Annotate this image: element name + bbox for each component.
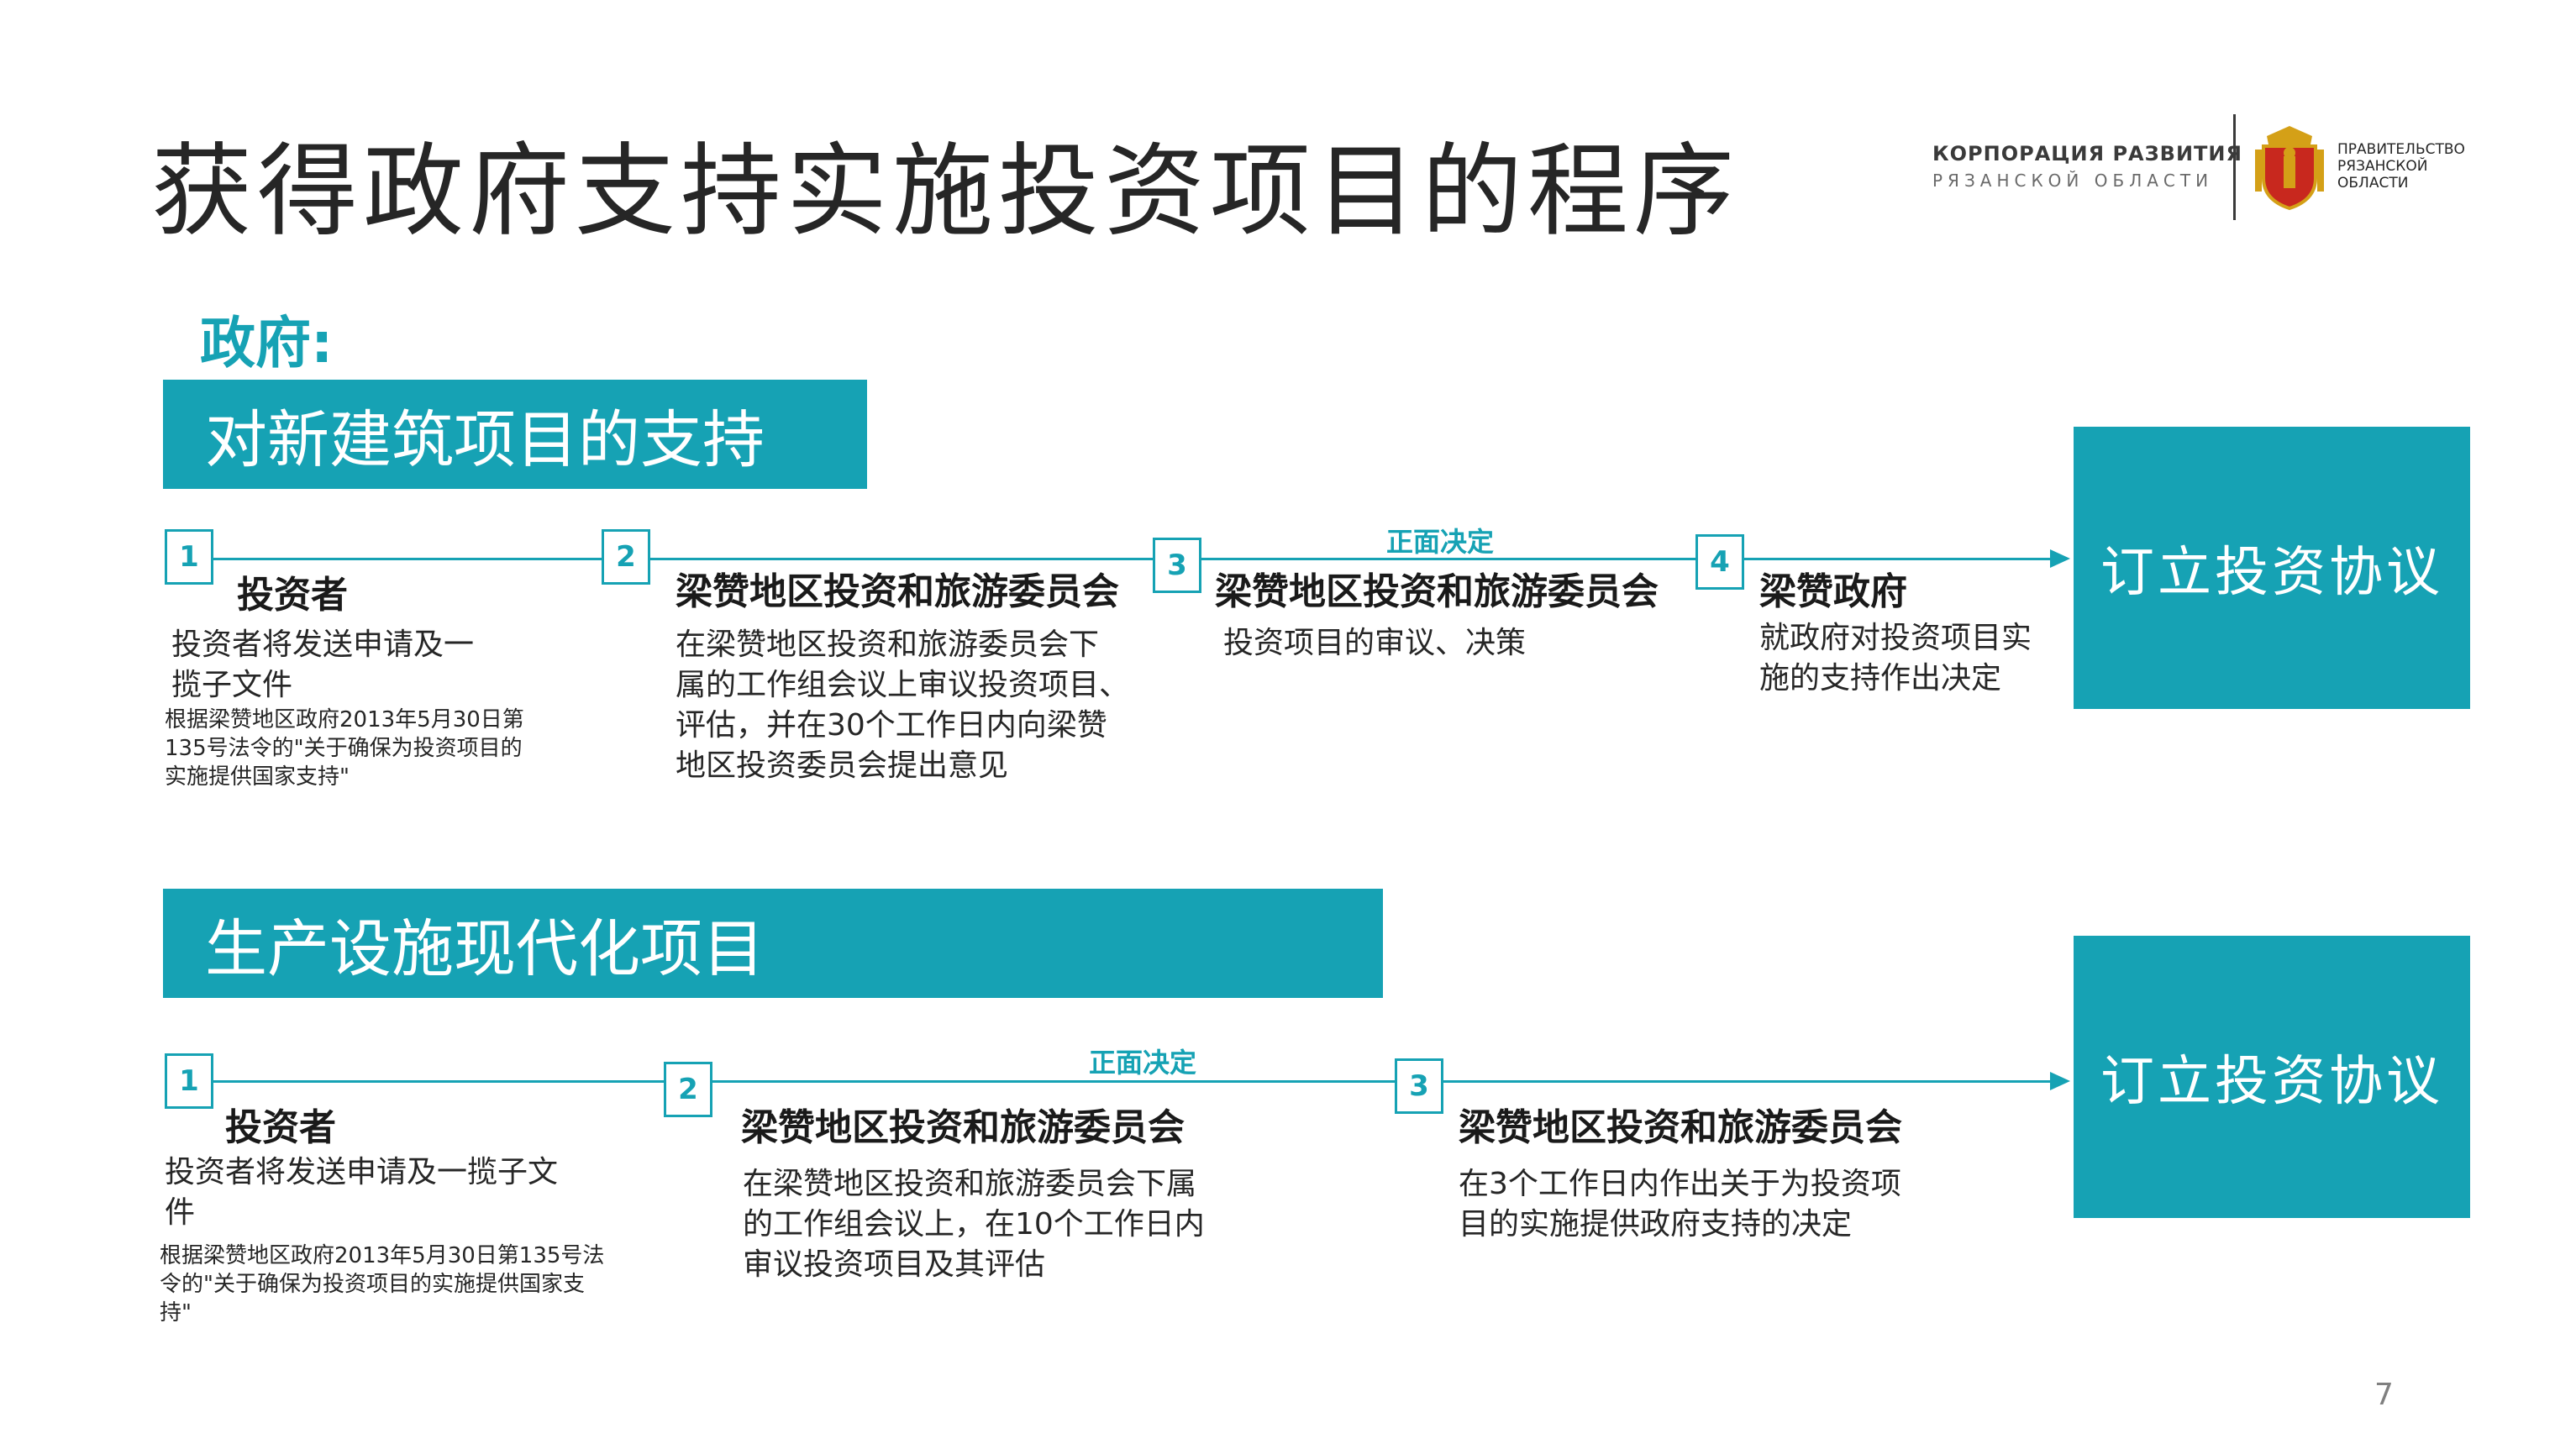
desc-line: 投资项目的审议、决策	[1223, 626, 1527, 660]
section2-step2-number: 2	[664, 1062, 712, 1117]
note-line: 实施提供国家支持"	[165, 764, 350, 790]
desc-line: 件	[165, 1195, 196, 1230]
note-line: 135号法令的"关于确保为投资项目的	[165, 736, 523, 761]
desc-line: 揽子文件	[171, 668, 293, 702]
section1-step1-number: 1	[165, 529, 213, 585]
gov-logo-line3: ОБЛАСТИ	[2337, 175, 2409, 192]
section1-step4-heading: 梁赞政府	[1759, 570, 1907, 613]
page-title: 获得政府支持实施投资项目的程序	[151, 134, 1739, 250]
section1-step2-heading: 梁赞地区投资和旅游委员会	[676, 570, 1119, 613]
section1-flow-line	[213, 558, 2053, 560]
note-line: 令的"关于确保为投资项目的实施提供国家支	[160, 1272, 585, 1297]
note-line: 持"	[160, 1300, 192, 1326]
section1-step3-description: 投资项目的审议、决策	[1223, 623, 1526, 664]
section1-step1-note: 根据梁赞地区政府2013年5月30日第 135号法令的"关于确保为投资项目的 实…	[165, 706, 524, 791]
gov-logo-line1: ПРАВИТЕЛЬСТВО	[2337, 141, 2465, 158]
section2-step3-number: 3	[1395, 1058, 1443, 1114]
section2-step3-description: 在3个工作日内作出关于为投资项 目的实施提供政府支持的决定	[1459, 1164, 1901, 1245]
desc-line: 评估，并在30个工作日内向梁赞	[676, 708, 1107, 743]
section1-step4-description: 就政府对投资项目实 施的支持作出决定	[1759, 618, 2032, 699]
section1-step1-heading: 投资者	[237, 574, 348, 617]
section1-step4-number: 4	[1695, 534, 1744, 590]
section2-step1-description: 投资者将发送申请及一揽子文 件	[165, 1152, 558, 1233]
section1-arrow-icon	[2050, 549, 2070, 568]
section1-agreement-box: 订立投资协议	[2074, 427, 2470, 709]
section2-agreement-box: 订立投资协议	[2074, 936, 2470, 1218]
section2-step2-description: 在梁赞地区投资和旅游委员会下属 的工作组会议上，在10个工作日内 审议投资项目及…	[743, 1164, 1205, 1285]
section2-step1-note: 根据梁赞地区政府2013年5月30日第135号法 令的"关于确保为投资项目的实施…	[160, 1242, 604, 1327]
section1-step2-description: 在梁赞地区投资和旅游委员会下 属的工作组会议上审议投资项目、 评估，并在30个工…	[676, 625, 1129, 786]
section2-flow-line	[213, 1080, 2053, 1083]
section2-step1-heading: 投资者	[225, 1106, 336, 1149]
section2-positive-decision-label: 正面决定	[1089, 1047, 1197, 1079]
note-line: 根据梁赞地区政府2013年5月30日第	[165, 707, 524, 732]
logo-divider	[2233, 114, 2236, 220]
desc-line: 属的工作组会议上审议投资项目、	[676, 668, 1130, 702]
section1-step1-description: 投资者将发送申请及一 揽子文件	[171, 625, 474, 706]
government-label: 政府:	[200, 311, 334, 375]
desc-line: 在梁赞地区投资和旅游委员会下	[676, 627, 1100, 662]
coat-of-arms-icon	[2255, 126, 2324, 211]
desc-line: 就政府对投资项目实	[1759, 621, 2032, 655]
section1-step3-heading: 梁赞地区投资和旅游委员会	[1215, 570, 1659, 613]
page-number: 7	[2374, 1378, 2394, 1412]
desc-line: 的工作组会议上，在10个工作日内	[743, 1207, 1205, 1242]
section2-heading: 生产设施现代化项目	[163, 889, 1383, 998]
gov-logo-line2: РЯЗАНСКОЙ	[2337, 158, 2428, 175]
desc-line: 在梁赞地区投资和旅游委员会下属	[743, 1167, 1197, 1201]
section1-step3-number: 3	[1153, 538, 1201, 593]
corp-logo-line2: РЯЗАНСКОЙ ОБЛАСТИ	[1932, 171, 2214, 191]
corp-logo-line1: КОРПОРАЦИЯ РАЗВИТИЯ	[1932, 142, 2242, 165]
section1-step2-number: 2	[602, 529, 650, 585]
section2-step3-heading: 梁赞地区投资和旅游委员会	[1459, 1106, 1902, 1149]
section1-heading: 对新建筑项目的支持	[163, 380, 867, 489]
government-logo: ПРАВИТЕЛЬСТВО РЯЗАНСКОЙ ОБЛАСТИ	[2252, 119, 2465, 213]
desc-line: 审议投资项目及其评估	[743, 1247, 1046, 1282]
section2-step2-heading: 梁赞地区投资和旅游委员会	[741, 1106, 1185, 1149]
corporation-logo: КОРПОРАЦИЯ РАЗВИТИЯ РЯЗАНСКОЙ ОБЛАСТИ	[1921, 116, 2242, 217]
desc-line: 投资者将发送申请及一揽子文	[165, 1155, 559, 1189]
desc-line: 在3个工作日内作出关于为投资项	[1459, 1167, 1901, 1201]
desc-line: 地区投资委员会提出意见	[676, 748, 1009, 783]
desc-line: 施的支持作出决定	[1759, 661, 2002, 696]
section2-step1-number: 1	[165, 1053, 213, 1109]
section2-arrow-icon	[2050, 1072, 2070, 1090]
desc-line: 投资者将发送申请及一	[171, 627, 475, 662]
section1-positive-decision-label: 正面决定	[1386, 526, 1495, 558]
note-line: 根据梁赞地区政府2013年5月30日第135号法	[160, 1243, 605, 1268]
desc-line: 目的实施提供政府支持的决定	[1459, 1207, 1853, 1242]
